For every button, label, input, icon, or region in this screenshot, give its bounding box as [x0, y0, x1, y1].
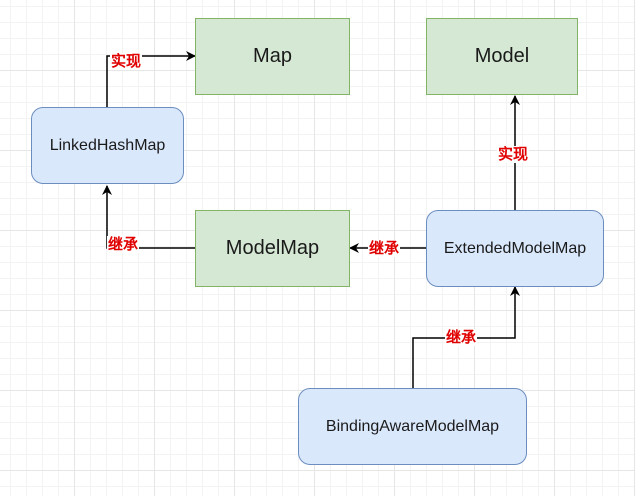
edge-label-modelmap-to-linkedhashmap: 继承	[107, 235, 140, 253]
edge-label-extendedmodelmap-to-modelmap: 继承	[368, 239, 401, 257]
node-modelmap-label: ModelMap	[225, 237, 320, 259]
node-linkedhashmap-label: LinkedHashMap	[49, 136, 166, 154]
node-map-label: Map	[253, 45, 292, 67]
node-extendedmodelmap[interactable]: ExtendedModelMap	[426, 210, 604, 287]
node-map[interactable]: Map	[195, 18, 350, 95]
node-linkedhashmap[interactable]: LinkedHashMap	[31, 107, 184, 184]
node-extendedmodelmap-label: ExtendedModelMap	[443, 239, 587, 257]
node-model[interactable]: Model	[426, 18, 578, 95]
edge-linkedhashmap-to-map[interactable]	[106, 51, 196, 107]
edge-label-bindingawaremodelmap-to-extendedmodelmap: 继承	[445, 328, 478, 346]
node-modelmap[interactable]: ModelMap	[195, 210, 350, 287]
edge-label-extendedmodelmap-to-model: 实现	[497, 145, 530, 163]
edge-label-linkedhashmap-to-map: 实现	[110, 52, 143, 70]
node-bindingawaremodelmap-label: BindingAwareModelMap	[325, 417, 500, 435]
node-model-label: Model	[474, 45, 530, 67]
node-bindingawaremodelmap[interactable]: BindingAwareModelMap	[298, 388, 527, 465]
